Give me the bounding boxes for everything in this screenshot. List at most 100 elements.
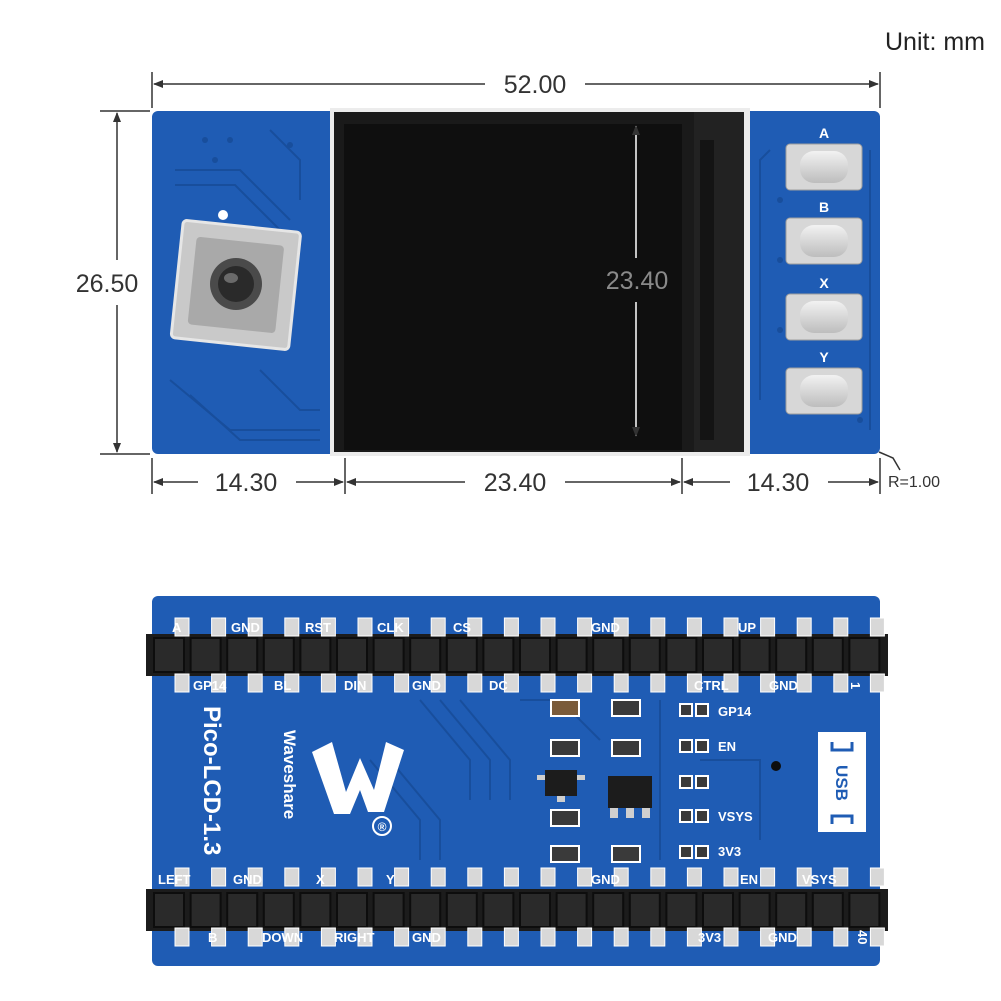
solder-pad: [211, 867, 227, 887]
pin-label-gnd-1: GND: [231, 620, 260, 635]
solder-pad: [394, 927, 410, 947]
front-board: A B X Y: [152, 108, 880, 456]
solder-pad: [503, 927, 519, 947]
button-a[interactable]: A: [785, 125, 863, 191]
solder-pad: [613, 673, 629, 693]
header-cell: [153, 637, 185, 673]
header-cell: [848, 637, 881, 673]
solder-pad: [540, 867, 556, 887]
solder-pad: [796, 867, 812, 887]
solder-pad: [686, 927, 702, 947]
solder-pad: [723, 673, 739, 693]
pin-label-ctrl: CTRL: [694, 678, 729, 693]
pin-label-40: 40: [855, 930, 870, 944]
header-cell: [628, 892, 661, 928]
solder-pad: [760, 927, 776, 947]
registered-circle: [372, 816, 392, 836]
solder-pad: [394, 617, 410, 637]
pin-label-gp14: GP14: [193, 678, 227, 693]
solder-pad: [211, 617, 227, 637]
pin-label-vsys: VSYS: [802, 872, 837, 887]
solder-pad: [613, 867, 629, 887]
dim-corner-radius: R=1.00: [888, 474, 940, 491]
brand-name: Waveshare: [280, 730, 299, 819]
solder-pad: [174, 673, 190, 693]
solder-pad: [650, 927, 666, 947]
pcb-vias: [202, 137, 863, 423]
pin-label-3v3: 3V3: [698, 930, 721, 945]
header-cell: [299, 637, 332, 673]
pin-label-left: LEFT: [158, 872, 191, 887]
solder-pad: [174, 927, 190, 947]
bottom-header-cells: [153, 892, 881, 928]
header-cell: [665, 892, 698, 928]
solder-pad: [320, 673, 336, 693]
solder-pad: [760, 673, 776, 693]
button-y[interactable]: Y: [785, 349, 863, 415]
side-label-gp14: GP14: [718, 704, 752, 719]
dimension-lines: [100, 72, 901, 494]
header-cell: [702, 892, 734, 928]
dim-total-width: 52.00: [504, 71, 567, 99]
solder-pad: [613, 927, 629, 947]
solder-pad: [650, 867, 666, 887]
header-cell: [519, 637, 551, 673]
header-cell: [592, 637, 625, 673]
solder-pad: [320, 927, 336, 947]
solder-pad: [247, 867, 263, 887]
solder-pad: [284, 673, 300, 693]
solder-pad: [394, 673, 410, 693]
waveshare-logo: [312, 742, 404, 814]
product-name: Pico-LCD-1.3: [198, 706, 225, 855]
top-header-cells: [153, 637, 881, 673]
header-cell: [226, 637, 259, 673]
joystick: [169, 210, 302, 351]
header-cell: [811, 892, 844, 928]
pin-label-gnd-6: GND: [591, 872, 620, 887]
solder-pad: [650, 617, 666, 637]
solder-pad: [833, 673, 849, 693]
solder-pad: [796, 673, 812, 693]
pin-label-en: EN: [740, 872, 758, 887]
solder-pad: [247, 617, 263, 637]
dim-screen-height: 23.40: [606, 267, 669, 295]
header-cell: [738, 892, 771, 928]
solder-pads: [174, 617, 885, 947]
unit-label: Unit: mm: [885, 28, 985, 56]
solder-pad: [577, 867, 593, 887]
solder-pad: [650, 673, 666, 693]
solder-pad: [320, 867, 336, 887]
smd-components: [537, 699, 781, 863]
solder-pad: [796, 927, 812, 947]
solder-pad: [284, 927, 300, 947]
button-b-label: B: [819, 199, 829, 215]
solder-pad: [723, 617, 739, 637]
solder-pad: [284, 867, 300, 887]
solder-pad: [869, 673, 885, 693]
screen-display: [344, 124, 682, 450]
button-b[interactable]: B: [785, 199, 863, 265]
solder-pad: [833, 867, 849, 887]
pin-label-cs: CS: [453, 620, 471, 635]
solder-pad: [723, 927, 739, 947]
pin-label-gnd-7: GND: [412, 930, 441, 945]
solder-pad: [430, 867, 446, 887]
pin-label-gnd-5: GND: [233, 872, 262, 887]
pin-label-bl: BL: [274, 678, 291, 693]
button-x[interactable]: X: [785, 275, 863, 341]
pin-label-gnd-2: GND: [591, 620, 620, 635]
solder-pad: [247, 673, 263, 693]
header-cell: [775, 892, 808, 928]
solder-pad: [394, 867, 410, 887]
dim-right-margin: 14.30: [747, 469, 810, 497]
pin-label-a: A: [172, 620, 182, 635]
header-cell: [372, 637, 405, 673]
solder-pad: [430, 927, 446, 947]
header-cell: [409, 637, 442, 673]
header-cell: [336, 637, 368, 673]
header-cell: [555, 637, 588, 673]
solder-pad: [686, 673, 702, 693]
dim-left-margin: 14.30: [215, 469, 278, 497]
solder-pad: [467, 927, 483, 947]
